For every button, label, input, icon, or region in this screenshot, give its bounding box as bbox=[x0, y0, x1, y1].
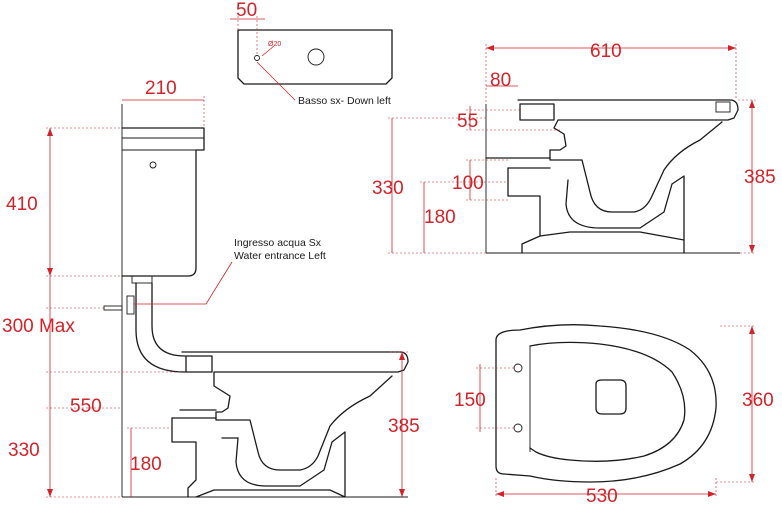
bowl-elevation: 610 80 55 330 100 180 385 bbox=[372, 41, 776, 254]
outlet-180-label: 180 bbox=[424, 207, 456, 228]
rear-offset-top-label: 80 bbox=[490, 70, 511, 91]
outlet-100-label: 100 bbox=[452, 173, 484, 194]
outlet-height-side-label: 330 bbox=[8, 440, 40, 461]
flush-outlet-note: Basso sx- Down left bbox=[298, 95, 391, 107]
side-elevation: 210 410 300 Max 550 330 180 385 Ingresso… bbox=[2, 78, 420, 498]
bowl-height-side-label: 385 bbox=[388, 416, 420, 437]
bowl-width-label: 360 bbox=[742, 390, 774, 411]
bowl-rim-height-label: 550 bbox=[70, 396, 102, 417]
inlet-offset-55-label: 55 bbox=[457, 111, 478, 132]
bowl-plan-view: 150 360 530 bbox=[454, 324, 774, 506]
cistern-depth-label: 210 bbox=[145, 78, 177, 99]
inlet-height-label: 300 Max bbox=[2, 316, 75, 337]
outlet-330-label: 330 bbox=[372, 178, 404, 199]
bowl-height-right-label: 385 bbox=[744, 167, 776, 188]
cistern-top-view: Ø20 50 Basso sx- Down left bbox=[230, 0, 393, 107]
outlet-center-side-label: 180 bbox=[130, 454, 162, 475]
bowl-length-plan-label: 530 bbox=[586, 486, 618, 506]
cistern-outlet-offset-label: 50 bbox=[236, 0, 257, 21]
water-entrance-it-note: Ingresso acqua Sx bbox=[234, 237, 322, 249]
outlet-diameter-label: Ø20 bbox=[268, 41, 281, 48]
cistern-height-label: 410 bbox=[6, 194, 38, 215]
water-entrance-en-note: Water entrance Left bbox=[234, 250, 326, 262]
fixing-spacing-label: 150 bbox=[454, 390, 486, 411]
bowl-length-top-label: 610 bbox=[590, 41, 622, 62]
